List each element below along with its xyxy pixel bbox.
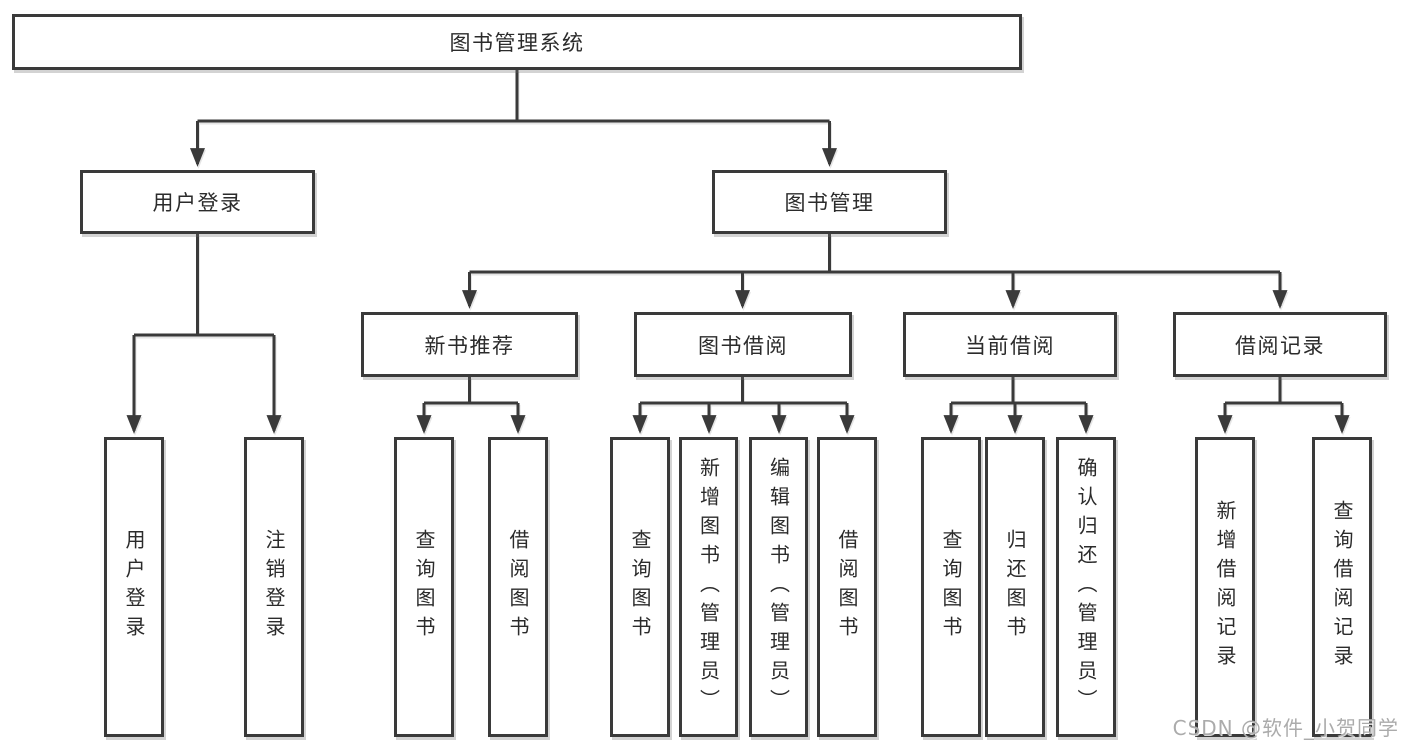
csdn-watermark: CSDN @软件_小贺同学 bbox=[1172, 716, 1399, 740]
leaf-logout: 注销登录 bbox=[244, 437, 304, 737]
connector-book-borrow-trunk bbox=[640, 377, 847, 405]
leaf-borrow-books-recommend: 借阅图书 bbox=[488, 437, 548, 737]
leaf-add-borrow-record: 新增借阅记录 bbox=[1195, 437, 1255, 737]
node-current-borrowing: 当前借阅 bbox=[903, 312, 1117, 377]
node-user-login: 用户登录 bbox=[80, 170, 315, 234]
connector-user-login-trunk bbox=[134, 234, 274, 337]
leaf-return-books: 归还图书 bbox=[985, 437, 1045, 737]
node-book-borrowing: 图书借阅 bbox=[634, 312, 852, 377]
leaf-confirm-return-admin: 确认归还（管理员） bbox=[1056, 437, 1116, 737]
leaf-edit-book-admin: 编辑图书（管理员） bbox=[749, 437, 808, 737]
leaf-query-borrow-record: 查询借阅记录 bbox=[1312, 437, 1372, 737]
leaf-query-books-borrow: 查询图书 bbox=[610, 437, 670, 737]
leaf-add-book-admin: 新增图书（管理员） bbox=[679, 437, 738, 737]
connector-current-borrow-trunk bbox=[951, 377, 1086, 405]
leaf-query-books-recommend: 查询图书 bbox=[394, 437, 454, 737]
node-borrowing-records: 借阅记录 bbox=[1173, 312, 1387, 377]
leaf-borrow-books: 借阅图书 bbox=[817, 437, 877, 737]
node-new-book-recommend: 新书推荐 bbox=[361, 312, 578, 377]
connector-root-trunk bbox=[197, 70, 830, 123]
leaf-user-login: 用户登录 bbox=[104, 437, 164, 737]
connector-new-books-trunk bbox=[424, 377, 518, 405]
node-book-management: 图书管理 bbox=[712, 170, 947, 234]
node-library-system-root: 图书管理系统 bbox=[12, 14, 1022, 70]
connector-borrow-records-trunk bbox=[1225, 377, 1342, 405]
leaf-query-books-current: 查询图书 bbox=[921, 437, 981, 737]
connector-book-management-trunk bbox=[469, 234, 1280, 274]
